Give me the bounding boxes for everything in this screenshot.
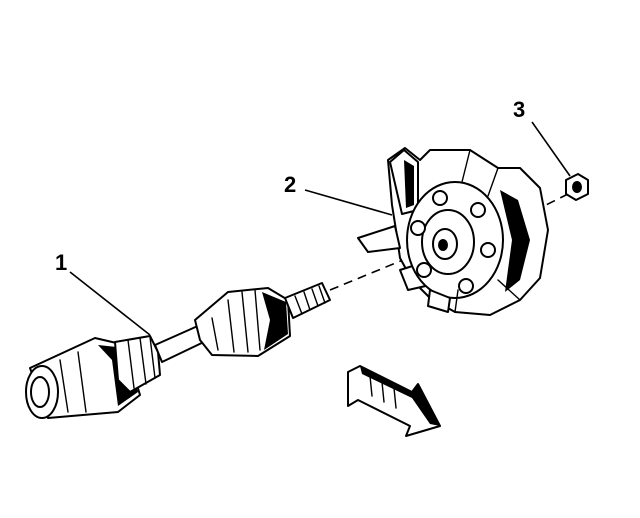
- leader-line-1: [69, 271, 151, 336]
- callout-label-2: 2: [284, 172, 296, 197]
- callout-label-3: 3: [513, 97, 525, 122]
- hub-nut: [565, 173, 589, 201]
- direction-arrow-icon: [347, 365, 441, 437]
- leader-line-3: [531, 121, 571, 177]
- drive-axle-shaft: [25, 282, 331, 419]
- callout-label-1: 1: [55, 250, 67, 275]
- leader-line-2: [304, 189, 393, 216]
- steering-knuckle-hub-assembly: [357, 147, 549, 316]
